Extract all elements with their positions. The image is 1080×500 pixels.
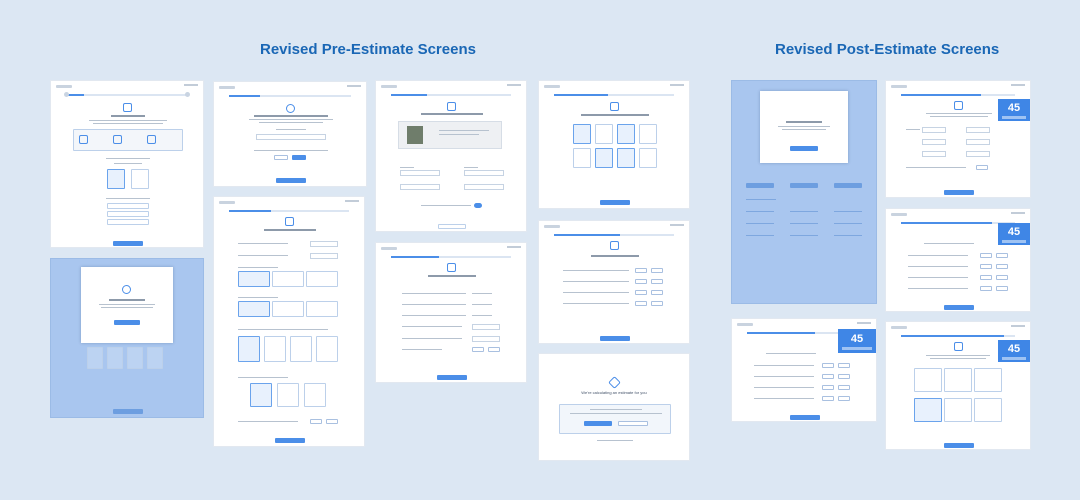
search-home-icon [286,104,295,113]
house-icon [285,217,294,226]
screen-questionnaire [213,196,365,447]
screen-home-found [375,80,527,232]
screen-address [213,81,367,187]
house-icon [447,102,456,111]
estimate-price-card: 45 [998,99,1030,121]
address-input[interactable] [256,134,326,140]
document-icon [954,342,963,351]
screen-timeline: 45 [731,318,877,422]
screen-getting-started [50,80,204,248]
modal-button[interactable] [114,320,140,325]
screen-calculating: We're calculating an estimate for you [538,353,690,461]
calculating-title: We're calculating an estimate for you [581,390,647,395]
next-button[interactable] [600,336,630,341]
estimate-price-card: 45 [998,223,1030,245]
house-icon [954,101,963,110]
modal-button[interactable] [790,146,818,151]
pre-estimate-heading: Revised Pre-Estimate Screens [260,41,476,58]
option-row[interactable] [107,219,149,225]
rocket-icon [608,376,621,389]
estimate-price-card: 45 [838,329,876,353]
next-button[interactable] [944,443,974,448]
estimate-price-card: 45 [998,340,1030,362]
map-view[interactable] [398,121,502,149]
screen-property-details [375,242,527,383]
screen-home-questions [538,220,690,344]
next-button[interactable] [113,241,143,246]
next-button[interactable] [437,375,467,380]
screen-timeline-2: 45 [885,208,1031,312]
modal-dialog [81,267,173,343]
next-button[interactable] [944,305,974,310]
info-icon [122,285,131,294]
screen-results-modal [731,80,877,304]
flag-icon [123,103,132,112]
option-card[interactable] [131,169,149,189]
post-estimate-heading: Revised Post-Estimate Screens [775,41,1000,58]
screen-home-features [538,80,690,209]
next-button[interactable] [600,200,630,205]
next-button[interactable] [790,415,820,420]
next-button[interactable] [275,438,305,443]
option-card[interactable] [107,169,125,189]
next-button[interactable] [438,224,466,229]
screen-info-modal [50,258,204,418]
building-icon [447,263,456,272]
logo [56,85,72,88]
next-button[interactable] [944,190,974,195]
house-icon [610,102,619,111]
progress-bar [66,94,188,96]
screen-refine-estimate: 45 [885,80,1031,198]
option-row[interactable] [107,211,149,217]
option-row[interactable] [107,203,149,209]
continue-button[interactable] [276,178,306,183]
chat-icon [610,241,619,250]
modal-dialog [760,91,848,163]
screen-discounts: 45 [885,321,1031,450]
